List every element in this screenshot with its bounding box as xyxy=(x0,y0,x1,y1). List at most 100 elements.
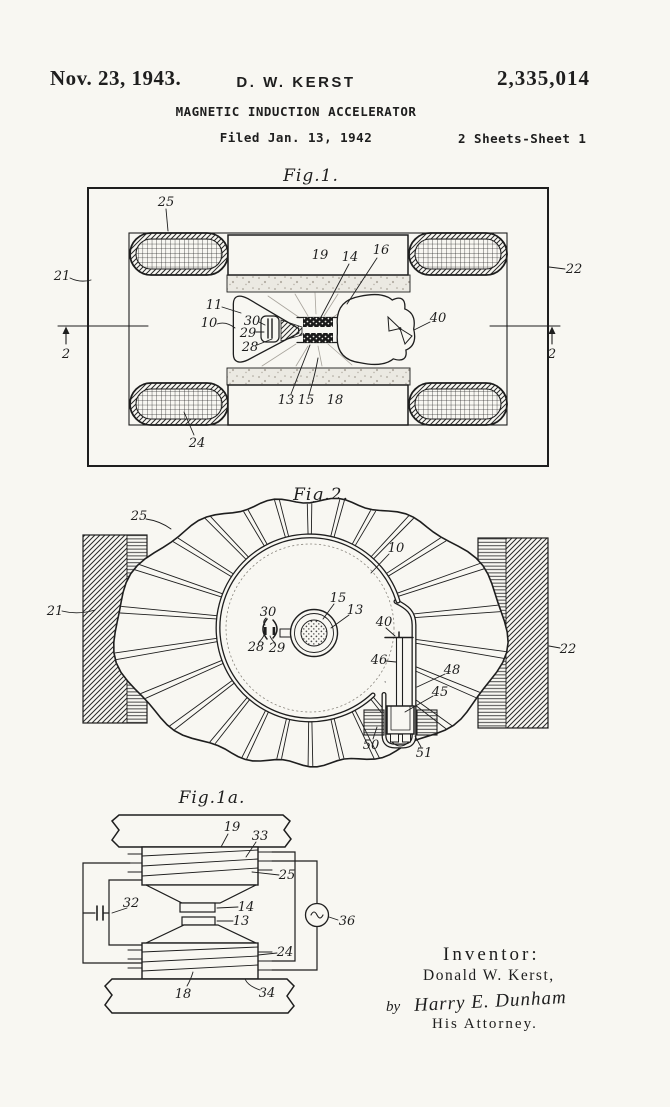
fig2-ref-45: 45 xyxy=(431,685,449,700)
fig1a-left-circuit xyxy=(82,862,143,964)
fig1a-ref-36: 36 xyxy=(339,914,356,929)
fig1-section-line-2 xyxy=(57,325,561,345)
fig1a-lower-yoke-bar xyxy=(104,978,295,1014)
fig1a-ref-14: 14 xyxy=(238,900,255,915)
filed-date: Filed Jan. 13, 1942 xyxy=(219,130,373,145)
fig1-ref-13: 13 xyxy=(278,393,295,408)
fig1a-upper-yoke-bar xyxy=(110,814,292,848)
fig2-drawing: Fig.2. xyxy=(46,485,577,768)
fig1-field-lines xyxy=(261,292,383,367)
fig1a-ref-25: 25 xyxy=(278,868,296,883)
fig1a-capacitor xyxy=(96,905,104,921)
fig2-ref-40: 40 xyxy=(375,615,393,630)
fig1-ref-22: 22 xyxy=(565,262,583,277)
fig1-gun-nozzle xyxy=(280,319,303,342)
fig1-ref-16: 16 xyxy=(373,243,390,258)
fig1-title: Fig.1. xyxy=(282,166,339,186)
fig1a-ref-19: 19 xyxy=(224,820,241,835)
fig2-ref-46: 46 xyxy=(370,653,388,668)
fig2-ref-15: 15 xyxy=(330,591,347,606)
fig1a-ref-13: 13 xyxy=(233,914,250,929)
fig1a-upper-pole xyxy=(145,884,257,904)
fig1-coil-top-left xyxy=(129,232,229,276)
attorney-title: His Attorney. xyxy=(432,1016,538,1032)
fig1-ref-25: 25 xyxy=(157,195,175,210)
fig1-ref-29: 29 xyxy=(239,326,257,341)
fig2-injector-assembly xyxy=(363,631,438,747)
fig2-injector-channel-inner xyxy=(382,600,416,748)
inventor-full-name: Donald W. Kerst, xyxy=(423,967,555,984)
fig2-injector-coil-left xyxy=(363,709,385,736)
fig1-coil-bottom-right xyxy=(408,382,508,426)
fig2-central-core xyxy=(279,608,339,658)
fig1-ref-19: 19 xyxy=(312,248,329,263)
fig2-ref-22: 22 xyxy=(559,642,577,657)
fig2-ref-28: 28 xyxy=(247,640,265,655)
fig1a-title: Fig.1a. xyxy=(178,788,246,808)
fig1a-ref-24: 24 xyxy=(276,945,294,960)
fig1-pole-tips xyxy=(303,317,333,343)
fig1a-lower-coil xyxy=(127,942,273,980)
fig1-ref-40: 40 xyxy=(429,311,447,326)
fig1-lower-pole-piece xyxy=(226,367,411,386)
fig2-ref-25: 25 xyxy=(130,509,148,524)
fig1-drawing: Fig.1. xyxy=(53,166,583,467)
fig1-injector-section xyxy=(387,315,413,345)
fig2-orbit-dashed-circle xyxy=(225,543,395,713)
fig2-injector-bolt-right xyxy=(402,733,411,743)
fig1-chamber-right-inner xyxy=(337,295,414,364)
fig2-injector-tube xyxy=(395,637,404,707)
fig2-injector-stem-top xyxy=(384,631,414,639)
inventor-name-header: D. W. KERST xyxy=(236,74,356,91)
fig1-ref-2-left: 2 xyxy=(61,347,70,362)
fig2-ref-29: 29 xyxy=(268,641,286,656)
fig2-chamber-rim-inner xyxy=(216,534,400,722)
fig1-ref-24: 24 xyxy=(188,436,206,451)
fig2-injector-box xyxy=(386,705,415,735)
patent-number: 2,335,014 xyxy=(497,66,590,90)
fig1-outer-housing xyxy=(87,187,549,467)
fig1-coil-bottom-left xyxy=(129,382,229,426)
fig2-ref-21: 21 xyxy=(46,604,64,619)
fig2-ref-30: 30 xyxy=(260,605,277,620)
fig1a-pole-tip-14 xyxy=(179,902,216,913)
fig2-ref-13: 13 xyxy=(347,603,364,618)
fig1-lower-yoke-bar xyxy=(227,384,409,426)
fig2-ref-50: 50 xyxy=(363,738,380,753)
fig1-ref-15: 15 xyxy=(298,393,315,408)
fig2-electron-gun xyxy=(262,618,278,640)
fig1-coil-top-right xyxy=(408,232,508,276)
fig1a-pole-tip-13 xyxy=(181,916,216,926)
fig2-injector-coil-right xyxy=(416,709,438,736)
fig2-injector-bolt-left xyxy=(390,733,399,743)
fig1-ref-21: 21 xyxy=(53,269,71,284)
fig2-ref-51: 51 xyxy=(416,746,433,761)
fig1a-right-circuit xyxy=(271,851,330,971)
fig1a-leader-lines xyxy=(111,833,339,991)
fig1-upper-pole-piece xyxy=(226,274,411,293)
sheet-label: 2 Sheets-Sheet 1 xyxy=(458,131,587,146)
fig1-ref-10: 10 xyxy=(201,316,218,331)
fig1-ref-14: 14 xyxy=(342,250,359,265)
fig1-electron-gun xyxy=(260,315,303,343)
fig1a-ref-32: 32 xyxy=(123,896,140,911)
fig1a-ref-33: 33 xyxy=(252,829,269,844)
fig1-ref-28: 28 xyxy=(241,340,259,355)
fig2-ref-48: 48 xyxy=(443,663,461,678)
fig1-coils xyxy=(129,232,508,426)
fig1a-upper-coil xyxy=(127,846,273,886)
fig1a-ref-34: 34 xyxy=(259,986,276,1001)
fig1a-drawing: Fig.1a. xyxy=(82,788,356,1014)
inventor-heading: Inventor: xyxy=(443,944,540,965)
fig1-vacuum-chamber xyxy=(232,293,416,366)
fig2-leader-lines xyxy=(61,518,561,748)
fig1-ref-2-right: 2 xyxy=(547,347,556,362)
fig1a-sine-symbol xyxy=(310,911,324,919)
fig1-ref-11: 11 xyxy=(206,298,223,313)
fig1a-ref-18: 18 xyxy=(175,987,192,1002)
patent-date: Nov. 23, 1943. xyxy=(50,66,182,90)
fig1-leader-lines xyxy=(69,208,566,436)
fig1-ref-18: 18 xyxy=(327,393,344,408)
